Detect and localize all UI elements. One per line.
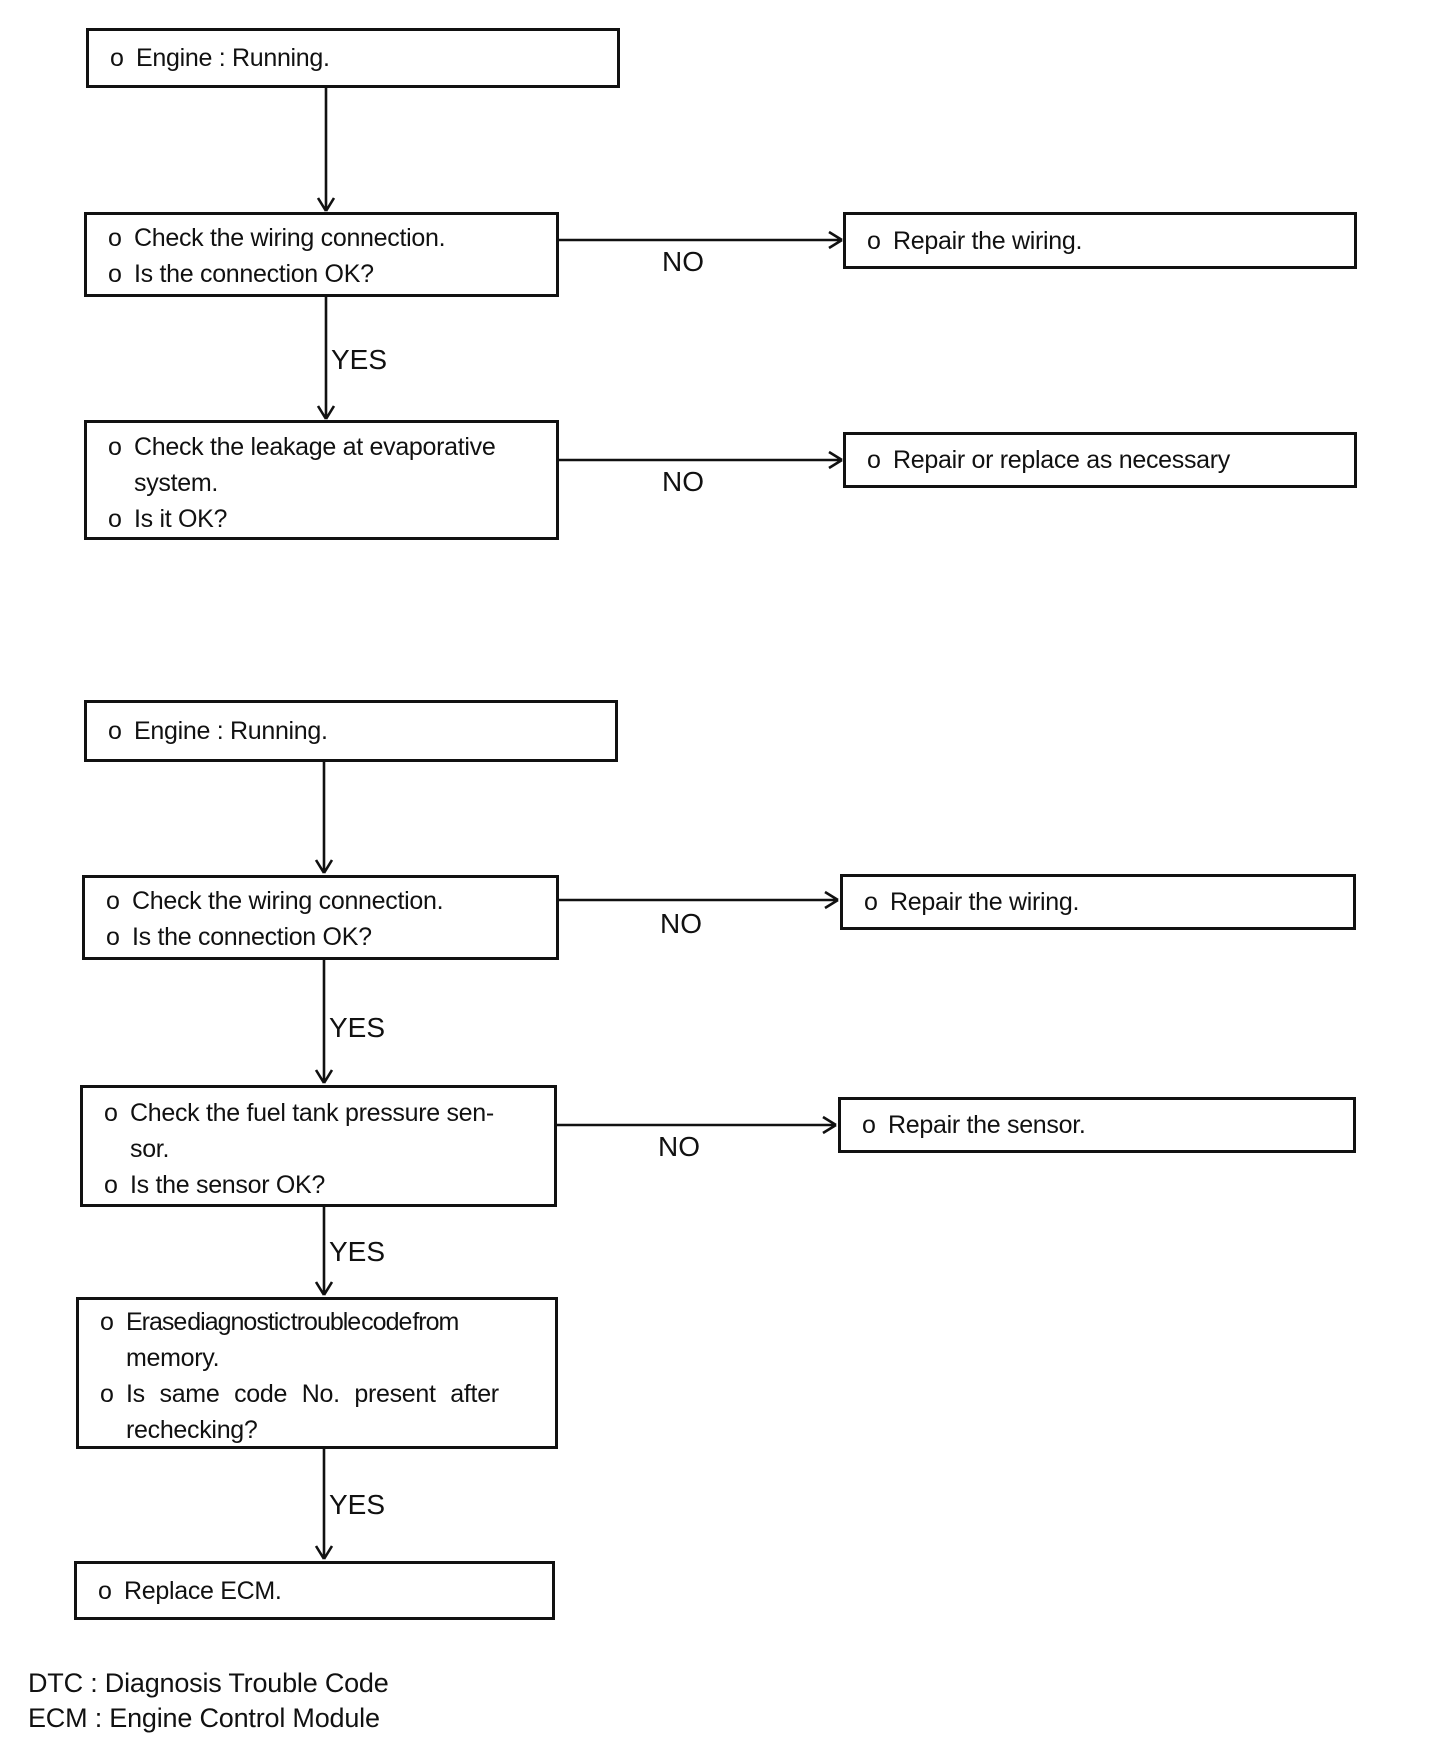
- flowchart2-node-repair-wiring: o Repair the wiring.: [840, 874, 1356, 930]
- bullet-marker: [79, 1340, 126, 1376]
- arrow-checkleakage-to-repairreplace: [559, 450, 843, 470]
- bullet-line: o Engine : Running.: [89, 40, 330, 76]
- flowchart1-node-engine-running: o Engine : Running.: [86, 28, 620, 88]
- line-text: Is same code No. present after: [126, 1380, 499, 1408]
- bullet-marker: [79, 1412, 126, 1448]
- line-text: sor.: [130, 1135, 170, 1163]
- bullet-marker: o: [108, 260, 122, 288]
- line-text: Repair the wiring.: [893, 226, 1083, 255]
- line-text: rechecking?: [126, 1416, 258, 1444]
- bullet-line: o Engine : Running.: [87, 713, 328, 749]
- flowchart2-node-replace-ecm: o Replace ECM.: [74, 1561, 555, 1620]
- bullet-marker: o: [862, 1111, 876, 1139]
- edge-label-no: NO: [660, 908, 702, 939]
- bullet-line: o Is the sensor OK?: [83, 1167, 554, 1203]
- bullet-marker: o: [106, 923, 120, 951]
- flowchart1-node-repair-replace: o Repair or replace as necessary: [843, 432, 1357, 488]
- bullet-marker: o: [104, 1099, 118, 1127]
- bullet-line: o Repair the wiring.: [843, 884, 1079, 920]
- bullet-line: system.: [87, 465, 556, 501]
- line-text: Replace ECM.: [124, 1576, 282, 1605]
- line-text: Engine : Running.: [134, 717, 328, 745]
- arrow-checkwiring2-to-repairwiring2: [559, 890, 839, 910]
- bullet-marker: o: [104, 1171, 118, 1199]
- line-text: Check the wiring connection.: [132, 887, 444, 915]
- legend-ecm: ECM : Engine Control Module: [28, 1703, 380, 1733]
- arrow-checkwiring1-to-repairwiring1: [559, 230, 843, 250]
- arrow-checksensor-to-erasedtc: [314, 1207, 334, 1296]
- bullet-line: o Check the wiring connection.: [87, 220, 556, 256]
- arrow-checkwiring2-to-checksensor: [314, 960, 334, 1084]
- bullet-marker: o: [108, 717, 122, 745]
- line-text: Engine : Running.: [136, 44, 330, 72]
- legend-dtc: DTC : Diagnosis Trouble Code: [28, 1668, 389, 1698]
- bullet-line: rechecking?: [79, 1412, 555, 1448]
- bullet-line: o Replace ECM.: [77, 1573, 282, 1609]
- bullet-line: o Is the connection OK?: [85, 919, 556, 955]
- bullet-line: o Repair the sensor.: [841, 1107, 1086, 1143]
- bullet-line: o Is the connection OK?: [87, 256, 556, 292]
- edge-label-yes: YES: [329, 1489, 386, 1520]
- edge-label-no: NO: [658, 1131, 700, 1162]
- bullet-line: o Check the wiring connection.: [85, 883, 556, 919]
- flowchart1-node-check-wiring: o Check the wiring connection. o Is the …: [84, 212, 559, 297]
- edge-label-yes: YES: [331, 344, 388, 375]
- bullet-marker: o: [100, 1308, 114, 1336]
- bullet-line: o Check the leakage at evaporative: [87, 429, 556, 465]
- bullet-marker: o: [106, 887, 120, 915]
- bullet-line: o Erase diagnostic trouble code from: [79, 1304, 555, 1340]
- bullet-marker: o: [100, 1380, 114, 1408]
- bullet-marker: o: [867, 446, 881, 474]
- bullet-marker: o: [110, 44, 124, 72]
- bullet-marker: [87, 465, 134, 501]
- line-text: Is it OK?: [134, 505, 228, 533]
- line-text: Check the leakage at evaporative: [134, 433, 496, 461]
- line-text: Is the connection OK?: [132, 923, 372, 951]
- flowchart1-node-repair-wiring: o Repair the wiring.: [843, 212, 1357, 269]
- line-text: Erase diagnostic trouble code from: [126, 1308, 459, 1336]
- line-text: Is the sensor OK?: [130, 1171, 325, 1199]
- arrow-checkwiring1-to-checkleakage: [316, 297, 336, 420]
- line-text: Repair the wiring.: [890, 888, 1080, 916]
- line-text: Is the connection OK?: [134, 260, 374, 288]
- bullet-line: o Repair the wiring.: [846, 223, 1082, 259]
- bullet-line: o Is same code No. present after: [79, 1376, 555, 1412]
- bullet-marker: o: [108, 433, 122, 461]
- bullet-line: memory.: [79, 1340, 555, 1376]
- bullet-line: sor.: [83, 1131, 554, 1167]
- bullet-marker: o: [867, 226, 881, 255]
- flowchart1-node-check-leakage: o Check the leakage at evaporative syste…: [84, 420, 559, 540]
- bullet-line: o Check the fuel tank pressure sen-: [83, 1095, 554, 1131]
- arrow-erasedtc-to-replaceecm: [314, 1449, 334, 1560]
- arrow-checksensor-to-repairsensor: [557, 1115, 837, 1135]
- edge-label-no: NO: [662, 466, 704, 497]
- bullet-marker: o: [108, 224, 122, 252]
- edge-label-yes: YES: [329, 1012, 386, 1043]
- flowchart2-node-engine-running: o Engine : Running.: [84, 700, 618, 762]
- bullet-line: o Is it OK?: [87, 501, 556, 537]
- edge-label-yes: YES: [329, 1236, 386, 1267]
- line-text: Repair the sensor.: [888, 1111, 1086, 1139]
- flowchart2-node-check-wiring: o Check the wiring connection. o Is the …: [82, 875, 559, 960]
- arrow-engine2-to-checkwiring2: [314, 762, 334, 874]
- line-text: Repair or replace as necessary: [893, 446, 1230, 474]
- bullet-marker: o: [108, 505, 122, 533]
- flowchart2-node-erase-dtc: o Erase diagnostic trouble code from mem…: [76, 1297, 558, 1449]
- line-text: system.: [134, 469, 219, 497]
- line-text: Check the wiring connection.: [134, 224, 446, 252]
- bullet-marker: o: [864, 888, 878, 916]
- arrow-engine1-to-checkwiring1: [316, 88, 336, 212]
- bullet-marker: [83, 1131, 130, 1167]
- edge-label-no: NO: [662, 246, 704, 277]
- flowchart2-node-check-fuel-tank-pressure-sensor: o Check the fuel tank pressure sen- sor.…: [80, 1085, 557, 1207]
- line-text: Check the fuel tank pressure sen-: [130, 1099, 494, 1127]
- bullet-line: o Repair or replace as necessary: [846, 442, 1230, 478]
- bullet-marker: o: [98, 1576, 112, 1605]
- line-text: memory.: [126, 1344, 220, 1372]
- flowchart2-node-repair-sensor: o Repair the sensor.: [838, 1097, 1356, 1153]
